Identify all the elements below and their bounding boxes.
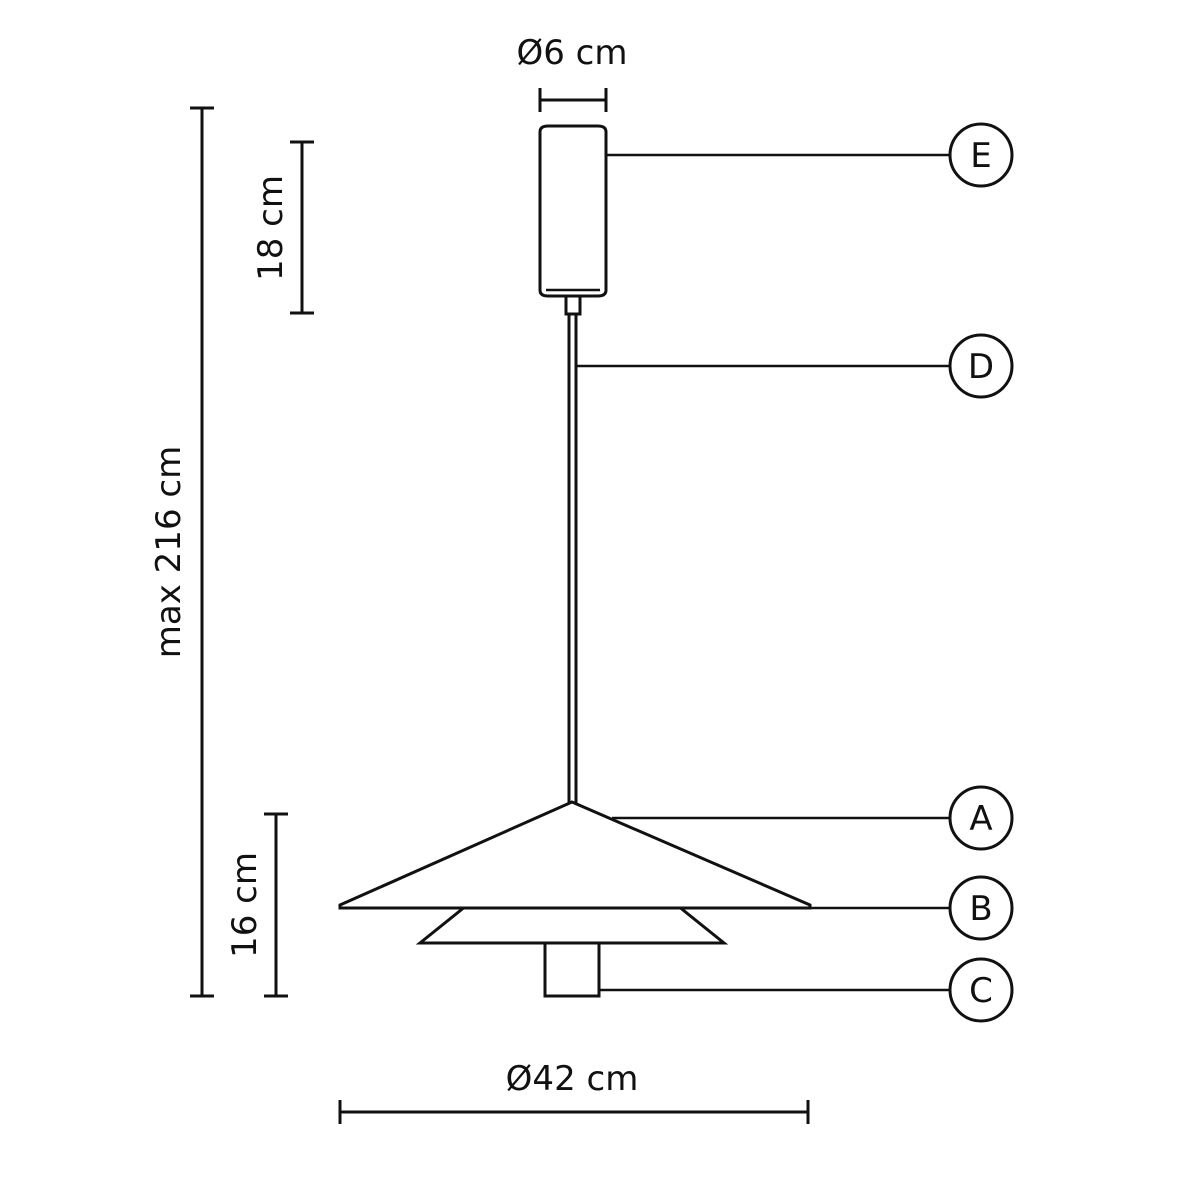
callout-c: C bbox=[599, 957, 1014, 1023]
callout-e-circle bbox=[948, 122, 1014, 188]
callout-b: B bbox=[700, 875, 1014, 941]
callout-d-circle bbox=[948, 333, 1014, 399]
callout-a: A bbox=[612, 785, 1014, 851]
light-cylinder bbox=[543, 941, 601, 998]
callout-b-circle bbox=[948, 875, 1014, 941]
lamp-illustration bbox=[338, 124, 812, 998]
callout-c-letter: C bbox=[969, 971, 993, 1011]
callout-d: D bbox=[576, 333, 1014, 399]
callout-b-letter: B bbox=[969, 889, 992, 929]
callout-a-circle bbox=[948, 785, 1014, 851]
shade-diameter-dimension: Ø42 cm bbox=[338, 1059, 810, 1124]
canopy-diameter-label: Ø6 cm bbox=[516, 33, 627, 73]
canopy-height-label: 18 cm bbox=[251, 175, 291, 281]
total-height-label: max 216 cm bbox=[149, 446, 189, 658]
upper-shade bbox=[338, 800, 812, 910]
shade-height-label: 16 cm bbox=[225, 852, 265, 958]
shade-height-dimension: 16 cm bbox=[225, 812, 288, 998]
callout-e: E bbox=[606, 122, 1014, 188]
lower-shade bbox=[415, 904, 729, 945]
callout-d-letter: D bbox=[968, 347, 994, 387]
callout-e-letter: E bbox=[970, 136, 991, 176]
callout-c-circle bbox=[948, 957, 1014, 1023]
canopy-diameter-dimension: Ø6 cm bbox=[516, 33, 628, 112]
ceiling-canopy bbox=[538, 124, 608, 298]
canopy-height-dimension: 18 cm bbox=[251, 140, 314, 315]
shade-diameter-label: Ø42 cm bbox=[506, 1059, 639, 1099]
total-height-dimension: max 216 cm bbox=[149, 106, 214, 998]
cable-connector bbox=[564, 294, 582, 316]
callout-a-letter: A bbox=[969, 799, 992, 839]
